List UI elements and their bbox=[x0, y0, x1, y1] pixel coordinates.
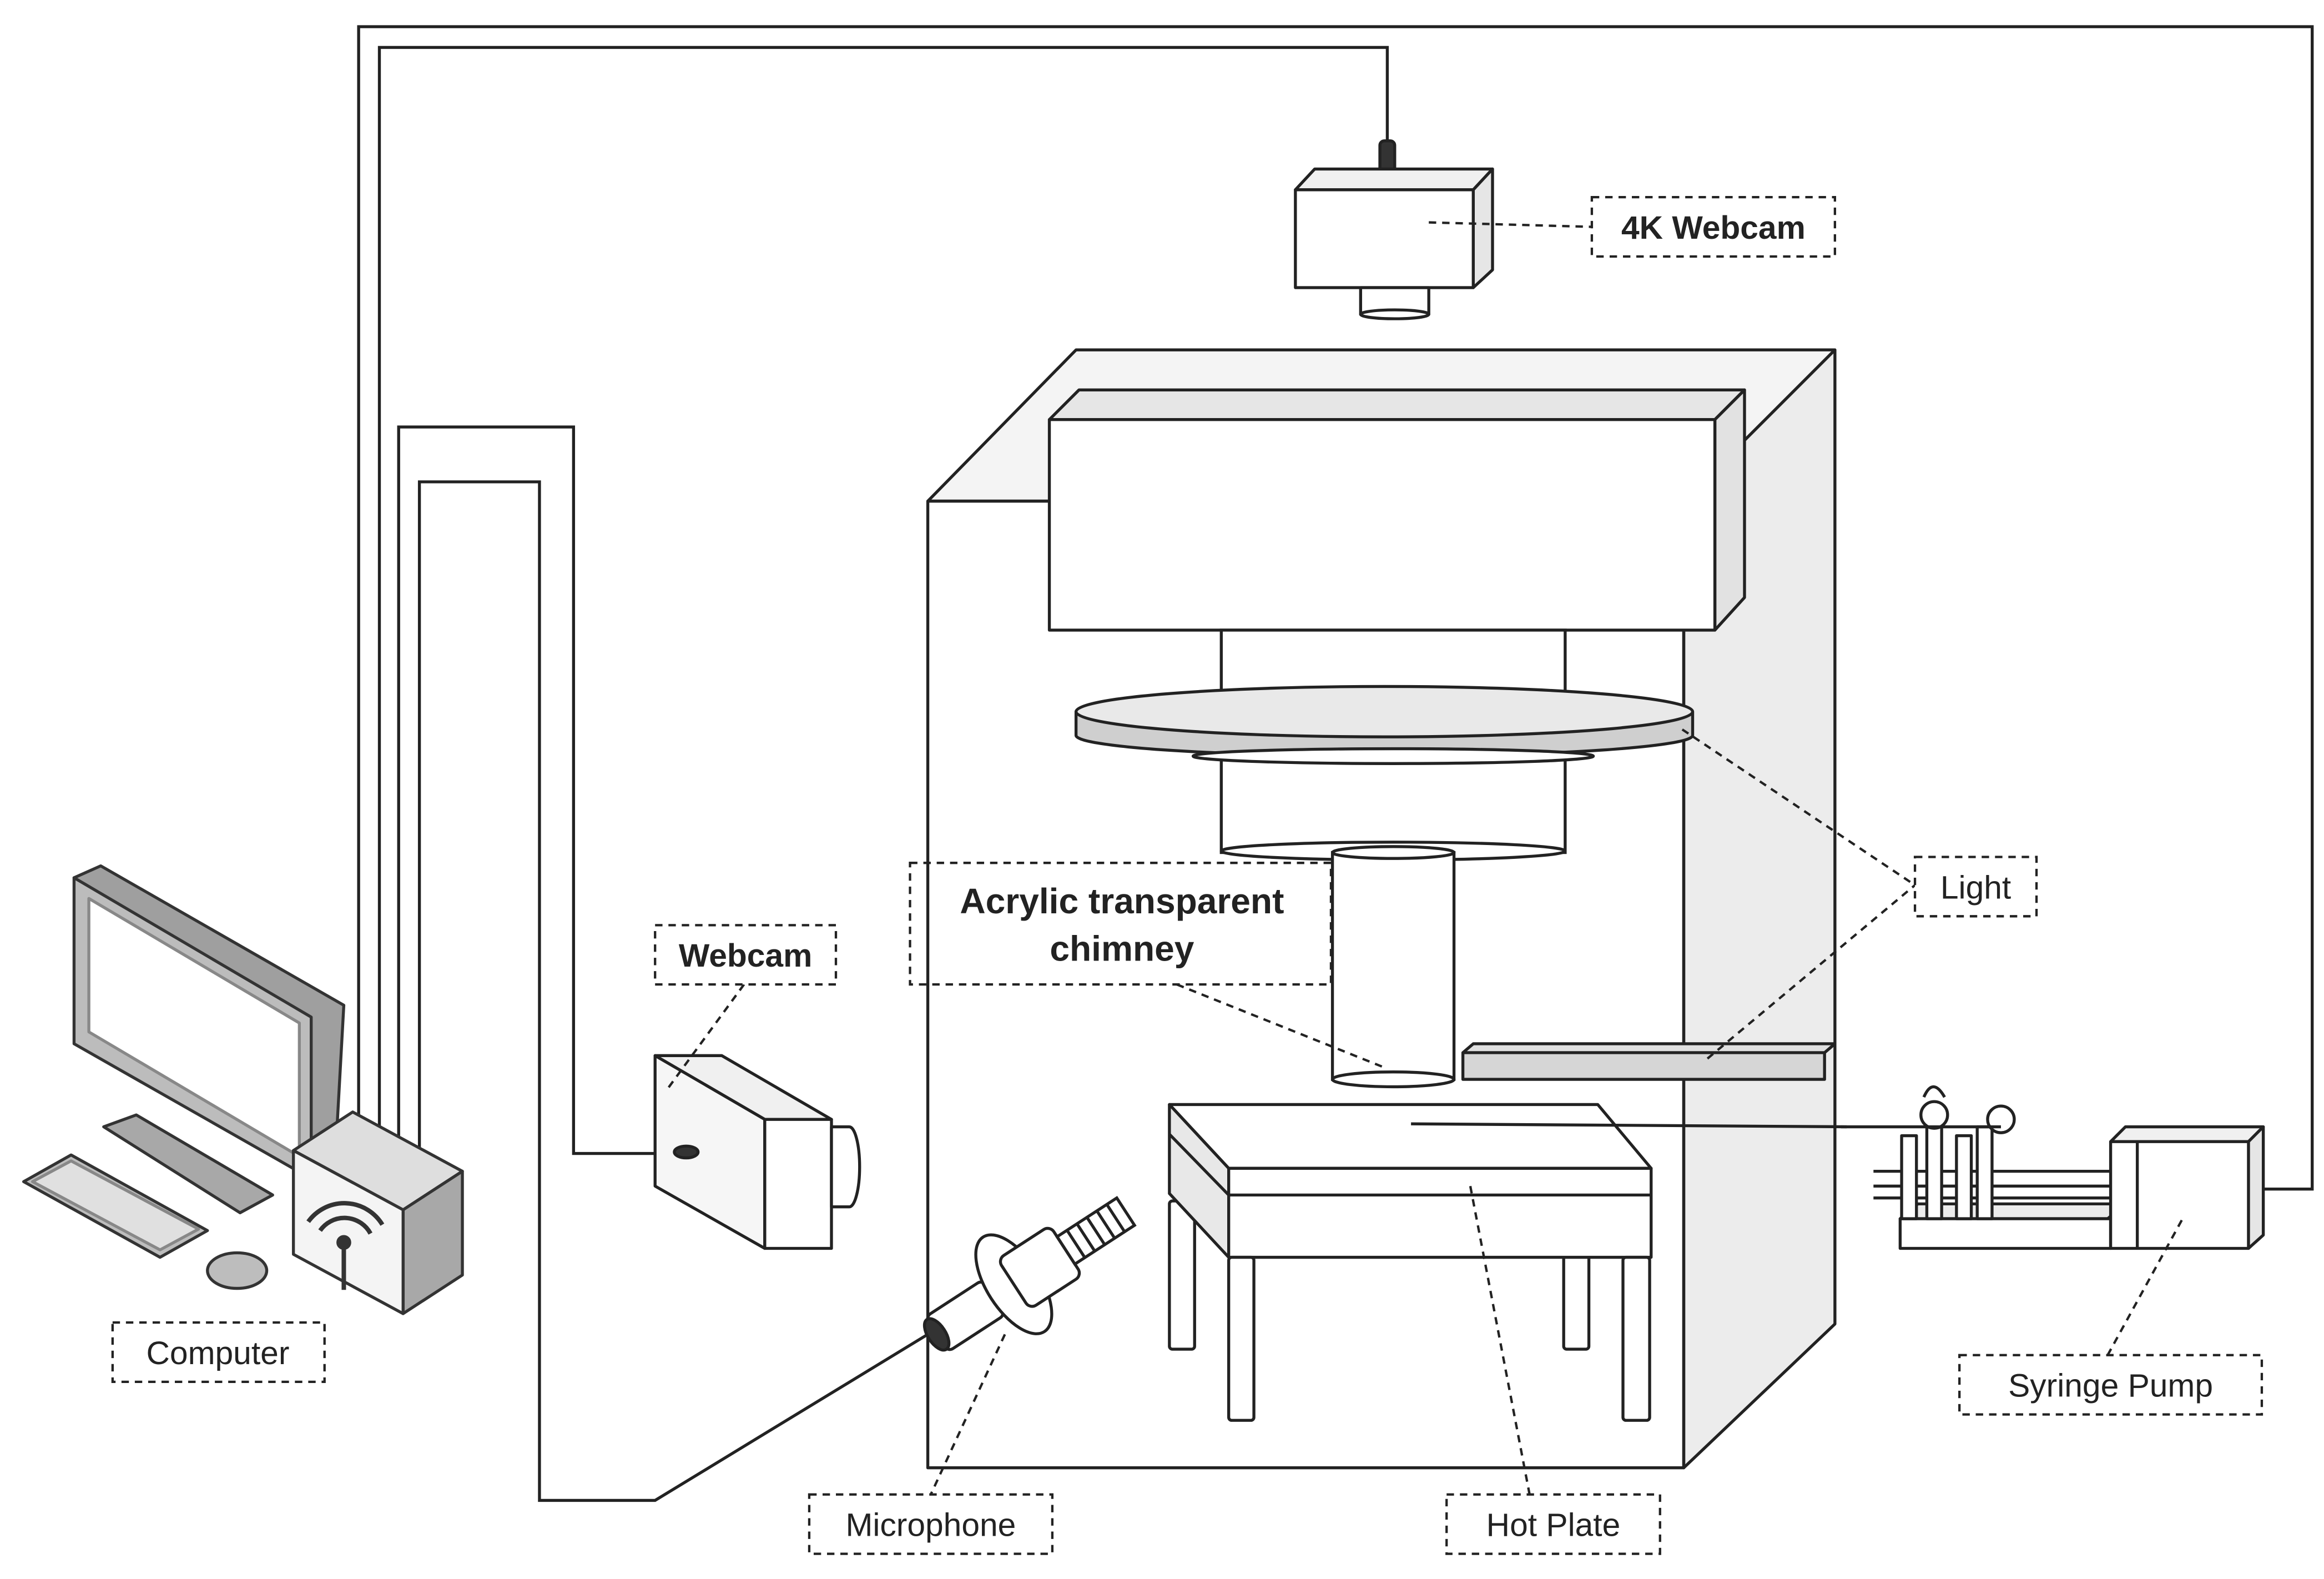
cable-webcam bbox=[397, 425, 661, 1155]
top-beam bbox=[1047, 388, 1746, 632]
label-4k-webcam: 4K Webcam bbox=[1621, 210, 1806, 246]
label-box-4k-webcam bbox=[1590, 196, 1837, 258]
chimney-tube bbox=[1330, 845, 1456, 1089]
microphone-device bbox=[922, 1195, 1137, 1352]
cables bbox=[357, 25, 2314, 1502]
cable-pump bbox=[357, 25, 2314, 1191]
leader-webcam bbox=[666, 983, 745, 1091]
label-syringe-pump: Syringe Pump bbox=[2008, 1368, 2213, 1404]
label-box-computer bbox=[111, 1321, 326, 1383]
label-box-light bbox=[1913, 856, 2038, 918]
hot-plate bbox=[1168, 1103, 1653, 1422]
ring-light bbox=[1074, 685, 1695, 765]
chimney-label-box bbox=[909, 862, 1333, 986]
webcam-device bbox=[653, 1054, 861, 1250]
label-box-webcam bbox=[654, 924, 838, 986]
label-microphone: Microphone bbox=[845, 1507, 1016, 1543]
leader-microphone bbox=[929, 1334, 1006, 1495]
label-chimney-line1: Acrylic transparent bbox=[960, 881, 1284, 921]
leader-chimney bbox=[1176, 983, 1385, 1069]
syringe-pump-device bbox=[1841, 1085, 2265, 1250]
label-box-syringe-pump bbox=[1958, 1354, 2263, 1416]
leader-light-bar bbox=[1706, 884, 1916, 1060]
labels: 4K Webcam Webcam Acrylic transparent chi… bbox=[146, 210, 2213, 1543]
cable-4k-webcam bbox=[377, 46, 1389, 1136]
label-webcam: Webcam bbox=[679, 938, 812, 974]
light-bar bbox=[1461, 1042, 1837, 1081]
label-computer: Computer bbox=[146, 1335, 289, 1371]
cable-microphone bbox=[417, 480, 929, 1502]
leader-lines bbox=[666, 221, 2183, 1495]
label-boxes bbox=[111, 196, 2263, 1555]
label-box-hot-plate bbox=[1445, 1493, 1661, 1555]
computer-device bbox=[22, 864, 464, 1315]
4k-webcam bbox=[1294, 139, 1494, 320]
label-box-microphone bbox=[808, 1493, 1054, 1555]
syringe-needle bbox=[1411, 1122, 1847, 1129]
label-chimney-line2: chimney bbox=[1050, 928, 1194, 968]
label-hot-plate: Hot Plate bbox=[1486, 1507, 1621, 1543]
leader-light-ring bbox=[1681, 728, 1916, 887]
label-light: Light bbox=[1940, 869, 2011, 906]
leader-4k-webcam bbox=[1429, 221, 1592, 228]
